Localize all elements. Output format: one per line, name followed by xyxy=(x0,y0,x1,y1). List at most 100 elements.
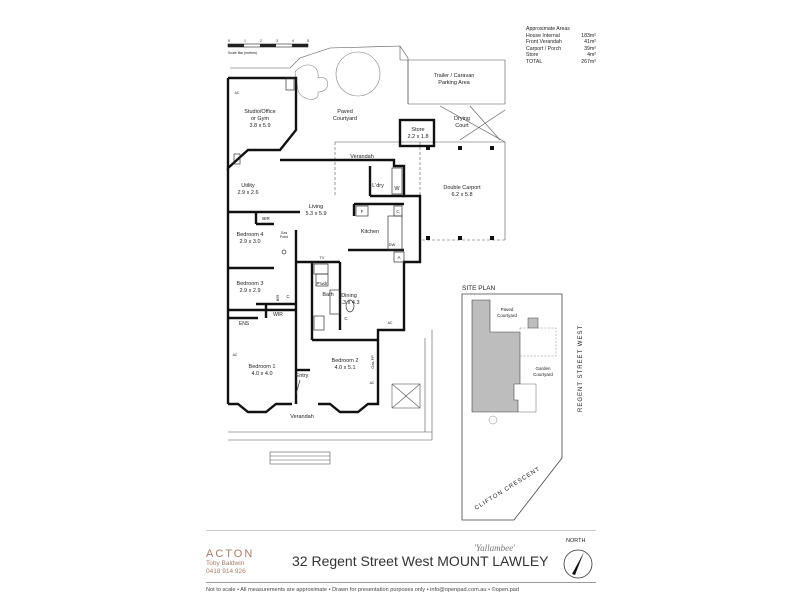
agency-logo: ACTON xyxy=(206,548,255,560)
room-label: Gas FP xyxy=(370,355,375,369)
site-label: Courtyard xyxy=(497,313,517,318)
room-label: Bedroom 1 xyxy=(249,364,276,370)
area-value: 267m² xyxy=(581,58,596,65)
room-label: L'dry xyxy=(372,183,384,189)
street-label: REGENT STREET WEST xyxy=(578,325,584,412)
areas-row: Front Verandah 41m² xyxy=(526,39,596,46)
room-label: Entry xyxy=(296,373,309,379)
areas-row: House Internal 183m² xyxy=(526,33,596,40)
room-label: Kitchen xyxy=(361,229,379,235)
carport-posts xyxy=(426,146,494,240)
site-label: Courtyard xyxy=(533,372,553,377)
room-label: Bedroom 4 xyxy=(237,232,264,238)
agent-name: Toby Baldwin xyxy=(206,560,245,567)
disclaimer: Not to scale • All measurements are appr… xyxy=(206,587,520,593)
scale-tick: 1 xyxy=(244,39,246,43)
room-label: Living xyxy=(309,204,323,210)
room-label: Bedroom 3 xyxy=(237,281,264,287)
room-dimension: 4.0 x 4.0 xyxy=(251,371,272,377)
site-plan-title: SITE PLAN xyxy=(462,285,496,292)
room-label: BIR xyxy=(262,216,270,221)
areas-row: Store 4m² xyxy=(526,52,596,59)
room-label: C xyxy=(396,209,400,214)
room-label: Courtyard xyxy=(333,116,357,122)
room-label: Utility xyxy=(241,183,255,189)
room-label: C xyxy=(344,316,348,321)
north-label: NORTH xyxy=(566,538,586,544)
room-label: AC xyxy=(370,381,375,385)
room-dimension: 2.2 x 1.8 xyxy=(407,134,428,140)
street-label: CLIFTON CRESCENT xyxy=(474,466,542,511)
room-label: Gas xyxy=(281,231,288,235)
property-address: 32 Regent Street West MOUNT LAWLEY xyxy=(292,553,549,569)
room-label: Court xyxy=(455,123,469,129)
area-label: Carport / Porch xyxy=(526,45,562,52)
area-value: 4m² xyxy=(587,52,596,59)
divider xyxy=(206,530,596,531)
scale-tick: 4 xyxy=(292,39,294,43)
room-label: Paved xyxy=(337,109,353,115)
compass-icon xyxy=(563,549,593,579)
room-dimension: 5.3 x 5.9 xyxy=(305,211,326,217)
room-label: Studio/Office xyxy=(244,109,275,115)
room-labels: Trailer / Caravan Parking Area Paved Cou… xyxy=(233,73,482,420)
scale-tick: 3 xyxy=(276,39,278,43)
room-label: Trailer / Caravan xyxy=(434,73,475,79)
room-label: ENS xyxy=(239,321,250,327)
site-label: Paved xyxy=(501,307,514,312)
areas-row: Carport / Porch 39m² xyxy=(526,46,596,53)
room-label: BIR xyxy=(275,295,280,302)
room-label: Bath xyxy=(322,292,333,298)
site-house-footprint xyxy=(471,299,521,413)
scale-tick: 2 xyxy=(260,39,262,43)
room-label: Parking Area xyxy=(438,80,470,86)
room-label: TV xyxy=(320,256,325,260)
divider xyxy=(206,582,596,583)
house-name: 'Yallambee' xyxy=(474,543,516,553)
area-label: Store xyxy=(526,52,539,59)
room-label: F xyxy=(361,209,364,214)
room-label: AC xyxy=(388,321,393,325)
room-label: Bedroom 2 xyxy=(332,358,359,364)
room-dimension: 6.2 x 5.8 xyxy=(451,192,472,198)
room-dimension: 2.9 x 2.6 xyxy=(237,190,258,196)
room-label: AC xyxy=(233,353,238,357)
area-label: TOTAL xyxy=(526,58,543,65)
scale-caption: Scale Bar (metres) xyxy=(228,51,257,55)
fixtures xyxy=(233,77,405,395)
room-dimension: 3.3 x 4.3 xyxy=(338,300,359,306)
area-value: 39m² xyxy=(584,45,596,52)
room-dimension: 3.8 x 5.9 xyxy=(249,123,270,129)
scale-bar: 0 1 2 3 4 5 Scale Bar (metres) xyxy=(227,39,309,55)
room-label: P'wdr xyxy=(316,281,328,286)
scale-tick: 0 xyxy=(228,39,230,43)
site-plan: SITE PLAN Paved Courtyard Garden Courtya… xyxy=(461,285,584,521)
area-label: Front Verandah xyxy=(526,39,562,46)
room-label: Point xyxy=(280,235,288,239)
room-label: C xyxy=(286,294,290,299)
room-label: Verandah xyxy=(350,154,374,160)
site-label: Garden xyxy=(535,366,551,371)
room-dimension: 2.9 x 2.9 xyxy=(239,288,260,294)
room-label: A xyxy=(397,255,400,260)
room-label: AC xyxy=(235,91,240,95)
room-label: Drying xyxy=(454,116,470,122)
room-dimension: 2.9 x 3.0 xyxy=(239,239,260,245)
room-label: W xyxy=(394,186,400,192)
room-label: WIR xyxy=(273,312,283,318)
area-value: 41m² xyxy=(584,39,596,46)
room-label: or Gym xyxy=(251,116,269,122)
room-label: Verandah xyxy=(290,414,314,420)
area-value: 183m² xyxy=(581,32,596,39)
north-arrow: NORTH xyxy=(558,538,598,580)
room-label: DW xyxy=(389,242,396,247)
area-label: House Internal xyxy=(526,32,560,39)
room-dimension: 4.0 x 5.1 xyxy=(334,365,355,371)
areas-title: Approximate Areas xyxy=(526,26,570,32)
agency-brand: ACTON Toby Baldwin 0418 914 926 xyxy=(206,548,254,576)
room-label: Double Carport xyxy=(443,185,481,191)
areas-table: Approximate Areas House Internal 183m² Fr… xyxy=(526,26,596,66)
room-label: Dining xyxy=(341,293,357,299)
scale-tick: 5 xyxy=(307,39,309,43)
